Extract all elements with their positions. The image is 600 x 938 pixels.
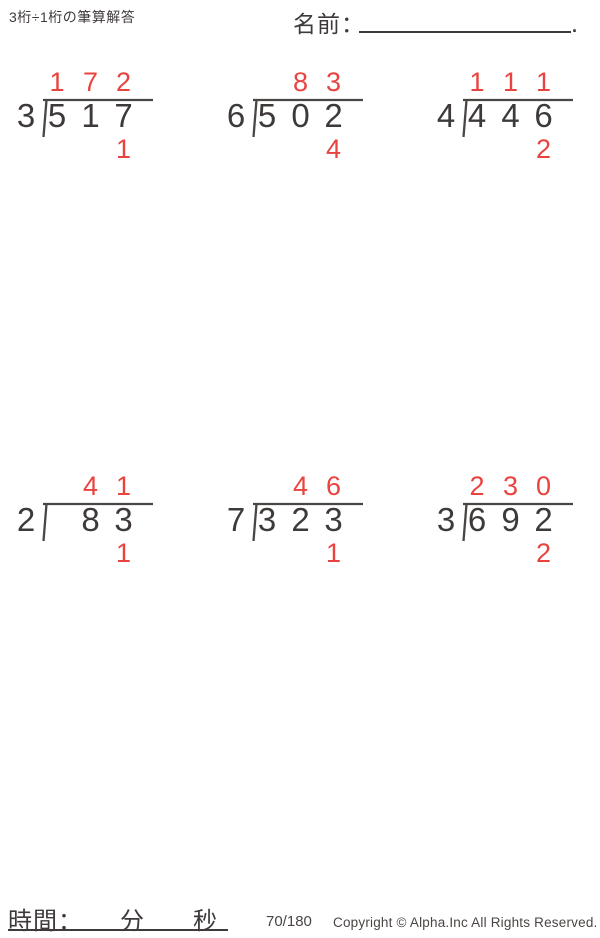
quotient-digit: 1 <box>535 67 552 97</box>
divisor: 3 <box>436 501 456 538</box>
dividend-digit: 9 <box>501 501 520 538</box>
quotient-digit: 1 <box>469 67 485 97</box>
dividend-digit: 1 <box>81 97 100 134</box>
dividend-digit: 3 <box>257 501 277 538</box>
dividend-digit: 4 <box>501 97 520 134</box>
copyright-notice: Copyright © Alpha.Inc All Rights Reserve… <box>333 915 598 930</box>
dividend-digit: 3 <box>324 501 343 538</box>
division-bracket <box>252 502 363 542</box>
time-blank-row: 時間： 分 秒 <box>8 901 228 935</box>
division-problem-5: 7 4 6 3 2 3 1 <box>216 471 376 584</box>
divisor: 4 <box>436 97 456 134</box>
division-bracket <box>42 502 153 542</box>
name-label: 名前： <box>293 11 365 37</box>
divisor: 2 <box>16 501 36 538</box>
quotient-digit: 8 <box>292 67 309 97</box>
page-title: 3桁÷1桁の筆算解答 <box>9 9 136 25</box>
remainder-digit: 4 <box>325 134 342 164</box>
division-bracket <box>252 98 363 138</box>
remainder-digit: 2 <box>535 134 552 164</box>
quotient-digit: 2 <box>469 471 485 501</box>
name-line-period: . <box>572 16 578 36</box>
quotient-digit: 1 <box>49 67 65 97</box>
division-problem-2: 6 8 3 5 0 2 4 <box>216 67 376 180</box>
time-label: 時間： <box>8 908 83 935</box>
quotient-digit: 0 <box>535 471 552 501</box>
division-bracket <box>42 98 153 138</box>
page-number: 70/180 <box>266 913 312 930</box>
division-problem-4: 2 4 1 8 3 1 <box>6 471 166 584</box>
divisor: 6 <box>226 97 246 134</box>
dividend-digit: 2 <box>324 97 343 134</box>
dividend-digit: 7 <box>114 97 133 134</box>
dividend-digit: 2 <box>291 501 310 538</box>
division-problem-3: 4 1 1 1 4 4 6 2 <box>426 67 586 180</box>
dividend-digit: 6 <box>534 97 553 134</box>
remainder-digit: 2 <box>535 538 552 568</box>
dividend-digit: 5 <box>47 97 67 134</box>
division-problem-6: 3 2 3 0 6 9 2 2 <box>426 471 586 584</box>
division-bracket <box>462 98 573 138</box>
minutes-label: 分 <box>120 908 144 935</box>
quotient-digit: 3 <box>502 471 519 501</box>
dividend-digit: 6 <box>467 501 487 538</box>
quotient-digit: 4 <box>82 471 99 501</box>
dividend-digit: 2 <box>534 501 553 538</box>
dividend-digit: 4 <box>467 97 487 134</box>
quotient-digit: 2 <box>115 67 132 97</box>
dividend-digit: 5 <box>257 97 277 134</box>
divisor: 7 <box>226 501 246 538</box>
dividend-digit: 8 <box>81 501 100 538</box>
quotient-digit: 6 <box>325 471 342 501</box>
divisor: 3 <box>16 97 36 134</box>
remainder-digit: 1 <box>115 538 132 568</box>
quotient-digit: 4 <box>292 471 309 501</box>
seconds-label: 秒 <box>193 908 217 935</box>
quotient-digit: 7 <box>82 67 99 97</box>
division-bracket <box>462 502 573 542</box>
dividend-digit: 0 <box>291 97 310 134</box>
quotient-digit: 1 <box>115 471 132 501</box>
quotient-digit: 1 <box>502 67 519 97</box>
quotient-digit: 3 <box>325 67 342 97</box>
dividend-digit: 3 <box>114 501 133 538</box>
name-blank-line <box>359 10 571 33</box>
division-problem-1: 3 1 7 2 5 1 7 1 <box>6 67 166 180</box>
remainder-digit: 1 <box>115 134 132 164</box>
remainder-digit: 1 <box>325 538 342 568</box>
